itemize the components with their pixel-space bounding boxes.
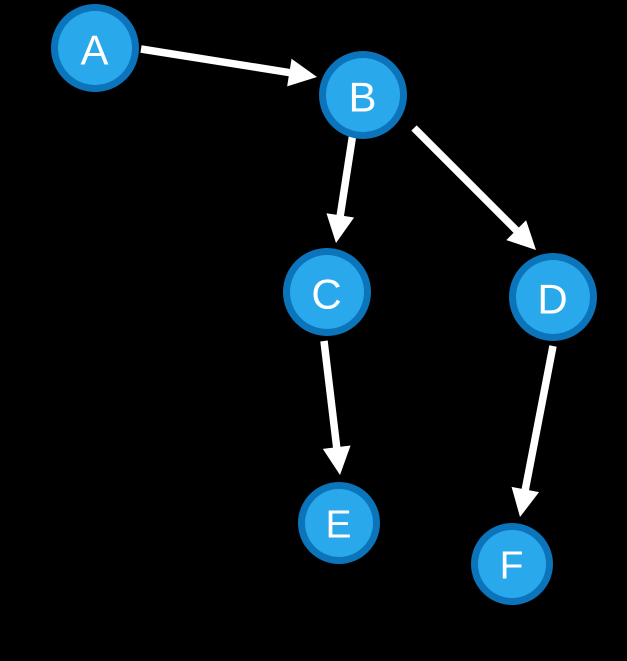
node-body	[516, 260, 590, 334]
node-D[interactable]: D	[509, 253, 597, 341]
edge-D-F	[511, 345, 557, 517]
node-A[interactable]: A	[51, 4, 139, 92]
arrowhead-icon	[322, 445, 351, 475]
edge-C-E	[320, 340, 351, 475]
node-label: C	[311, 271, 342, 318]
node-body	[478, 530, 546, 598]
arrowhead-icon	[506, 220, 536, 250]
node-body	[305, 489, 373, 557]
edge-B-C	[326, 132, 357, 243]
node-E[interactable]: E	[298, 482, 380, 564]
edge-line	[411, 125, 521, 235]
edge-B-D	[411, 125, 536, 250]
node-label: E	[325, 504, 352, 547]
arrowhead-icon	[511, 486, 540, 517]
node-label: A	[80, 27, 109, 74]
node-body	[326, 58, 400, 132]
node-F[interactable]: F	[471, 523, 553, 605]
arrowhead-icon	[287, 58, 317, 87]
edge-line	[140, 45, 293, 77]
node-body	[58, 11, 132, 85]
node-body	[290, 255, 364, 329]
node-label: F	[500, 545, 525, 588]
node-C[interactable]: C	[283, 248, 371, 336]
edge-line	[320, 340, 341, 451]
nodes-layer: A B C D E F	[51, 4, 597, 605]
edge-line	[521, 345, 557, 494]
edges-layer	[140, 45, 557, 517]
node-label: B	[348, 74, 377, 121]
arrowhead-icon	[326, 213, 355, 243]
edge-line	[336, 132, 357, 219]
edge-A-B	[140, 45, 317, 87]
node-B[interactable]: B	[319, 51, 407, 139]
node-label: D	[537, 276, 568, 323]
